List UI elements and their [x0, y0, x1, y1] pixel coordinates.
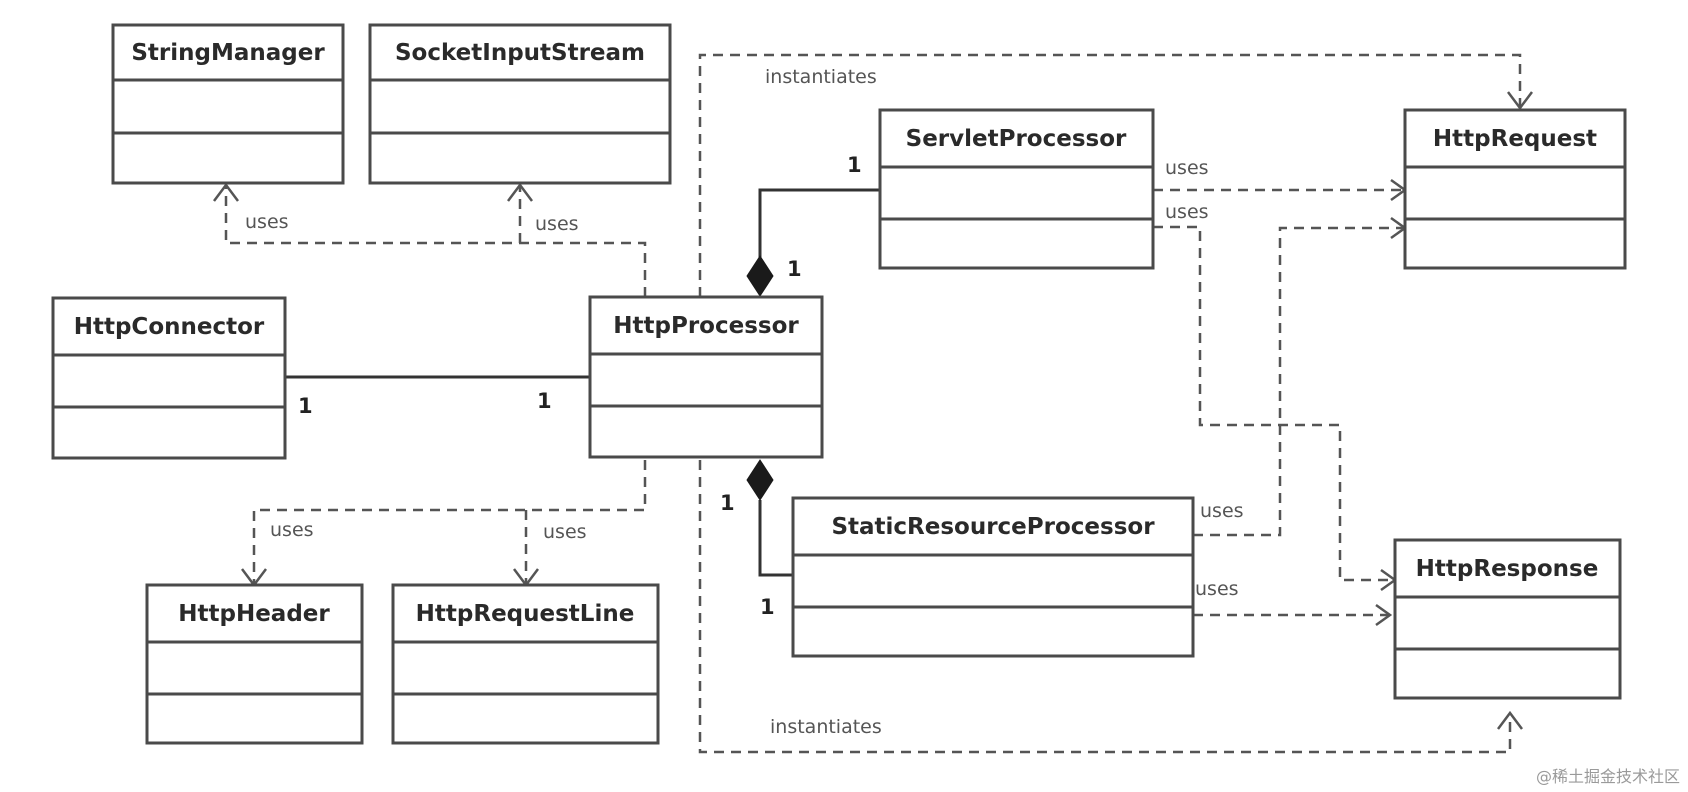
multiplicity-servlet-end: 1 — [847, 153, 862, 177]
uses-static-response-arrowhead — [1375, 603, 1393, 627]
class-servlet-processor[interactable]: ServletProcessor — [878, 108, 1155, 270]
class-string-manager[interactable]: StringManager — [111, 23, 345, 185]
label-instantiates-bottom: instantiates — [770, 716, 882, 738]
label-instantiates-top: instantiates — [765, 66, 877, 88]
instantiates-request-line — [698, 53, 1522, 297]
class-http-connector[interactable]: HttpConnector — [51, 296, 287, 460]
class-static-resource-processor-name: StaticResourceProcessor — [831, 514, 1155, 540]
class-http-request-name: HttpRequest — [1433, 126, 1597, 152]
servlet-composition-diamond — [746, 255, 774, 297]
instantiates-response-line — [698, 460, 1512, 754]
class-http-request-line[interactable]: HttpRequestLine — [391, 583, 660, 745]
uses-string-manager-arrowhead — [213, 182, 239, 202]
class-string-manager-name: StringManager — [131, 40, 325, 66]
multiplicity-static-end: 1 — [760, 595, 775, 619]
class-http-header-name: HttpHeader — [178, 601, 330, 627]
label-uses-header: uses — [270, 519, 314, 541]
class-socket-input-stream[interactable]: SocketInputStream — [368, 23, 672, 185]
label-uses-socket-input-stream: uses — [535, 213, 579, 235]
class-http-request[interactable]: HttpRequest — [1403, 108, 1627, 270]
label-uses-request-line: uses — [543, 521, 587, 543]
instantiates-request-arrowhead — [1507, 91, 1533, 111]
uses-static-request-line — [1193, 226, 1405, 537]
class-static-resource-processor[interactable]: StaticResourceProcessor — [791, 496, 1195, 658]
label-uses-static-response: uses — [1195, 578, 1239, 600]
class-http-header[interactable]: HttpHeader — [145, 583, 364, 745]
processor-static-composition — [758, 500, 793, 577]
multiplicity-servlet-composite: 1 — [787, 257, 802, 281]
label-uses-servlet-request: uses — [1165, 157, 1209, 179]
multiplicity-connector-side: 1 — [298, 394, 313, 418]
processor-servlet-composition — [758, 188, 880, 258]
instantiates-response-arrowhead — [1497, 710, 1523, 730]
watermark: @稀土掘金技术社区 — [1536, 767, 1680, 786]
multiplicity-static-composite: 1 — [720, 491, 735, 515]
uses-string-manager-line — [224, 185, 647, 297]
class-http-connector-name: HttpConnector — [74, 314, 265, 340]
label-uses-string-manager: uses — [245, 211, 289, 233]
label-uses-servlet-response: uses — [1165, 201, 1209, 223]
multiplicity-processor-side: 1 — [537, 389, 552, 413]
uses-socket-input-stream-arrowhead — [507, 182, 533, 202]
uses-servlet-response-line — [1153, 225, 1395, 582]
class-http-response[interactable]: HttpResponse — [1393, 538, 1622, 700]
class-http-processor[interactable]: HttpProcessor — [588, 295, 824, 459]
class-http-processor-name: HttpProcessor — [613, 313, 799, 339]
label-uses-static-request: uses — [1200, 500, 1244, 522]
class-http-response-name: HttpResponse — [1416, 556, 1599, 582]
class-socket-input-stream-name: SocketInputStream — [395, 40, 645, 66]
class-http-request-line-name: HttpRequestLine — [416, 601, 635, 627]
uses-header-line — [252, 460, 647, 585]
class-servlet-processor-name: ServletProcessor — [906, 126, 1127, 152]
static-composition-diamond — [746, 459, 774, 501]
